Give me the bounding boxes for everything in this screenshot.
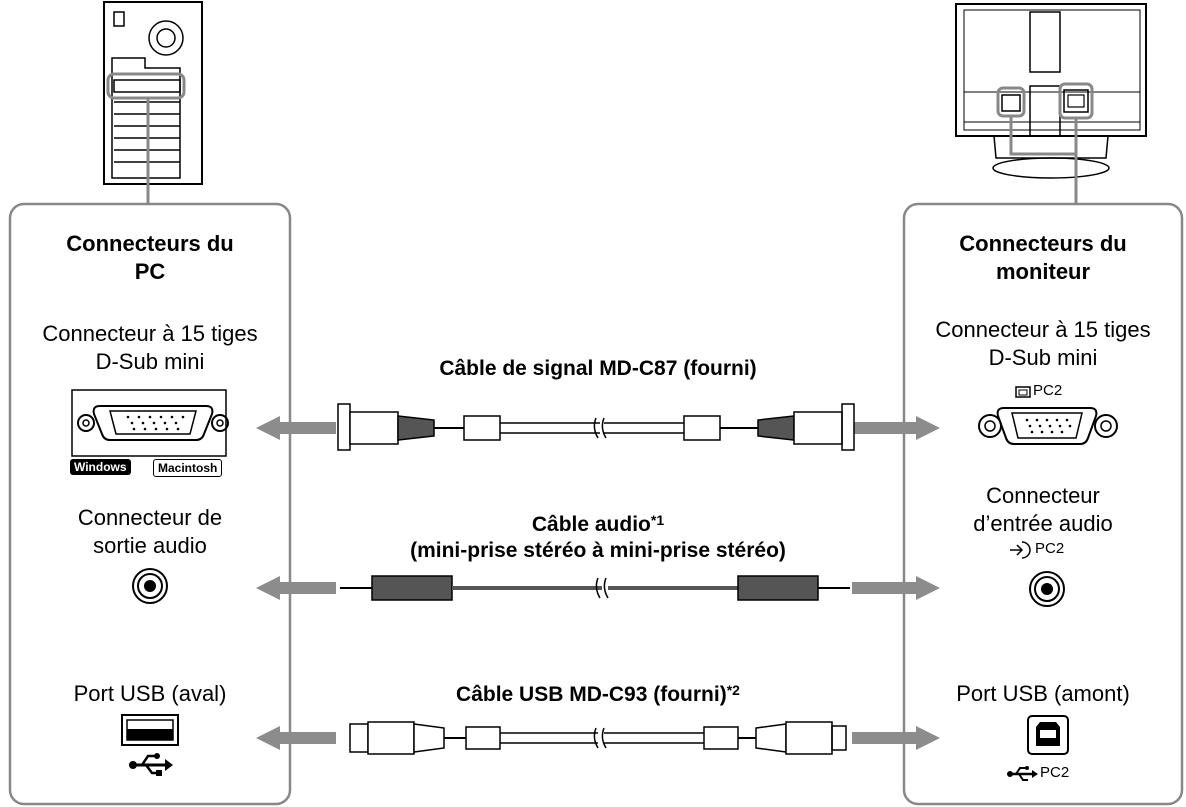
pc-usb-label: Port USB (aval) bbox=[73, 681, 227, 706]
pc-audio-jack-icon bbox=[132, 568, 168, 604]
audio-cable-label-line1: Câble audio*1 bbox=[531, 512, 665, 536]
monitor-connectors-panel bbox=[902, 202, 1184, 806]
monitor-usb-label: Port USB (amont) bbox=[956, 681, 1130, 706]
monitor-usb-port-tag: PC2 bbox=[1040, 764, 1070, 781]
monitor-vga-port-tag: PC2 bbox=[1033, 382, 1063, 399]
pc-audio-label: Connecteur de sortie audio bbox=[77, 505, 223, 558]
monitor-audio-port-tag: PC2 bbox=[1035, 540, 1065, 557]
pc-panel-title: Connecteurs du PC bbox=[66, 231, 234, 284]
usb-cable-label: Câble USB MD-C93 (fourni)*2 bbox=[456, 682, 740, 706]
audio-cable bbox=[340, 575, 850, 601]
pc-usb-a-port-icon bbox=[121, 714, 179, 746]
monitor-usb-b-port-icon bbox=[1027, 715, 1069, 755]
audio-input-icon bbox=[1010, 541, 1031, 559]
monitor-vga-label: Connecteur à 15 tiges D-Sub mini bbox=[935, 317, 1151, 370]
windows-badge: Windows bbox=[70, 459, 131, 475]
arrows bbox=[256, 416, 940, 750]
pc-vga-connector-icon bbox=[71, 389, 229, 457]
audio-footnote-marker: *1 bbox=[650, 512, 665, 528]
signal-cable-label: Câble de signal MD-C87 (fourni) bbox=[439, 357, 757, 380]
monitor-back bbox=[955, 3, 1147, 179]
monitor-usb-symbol-icon bbox=[1007, 766, 1038, 781]
macintosh-badge: Macintosh bbox=[153, 459, 223, 477]
monitor-audio-jack-icon bbox=[1029, 571, 1065, 607]
monitor-vga-connector-icon bbox=[978, 386, 1118, 445]
audio-cable-label-line2: (mini-prise stéréo à mini-prise stéréo) bbox=[410, 539, 786, 562]
pc-tower bbox=[103, 1, 203, 185]
pc-connectors-panel bbox=[8, 202, 292, 806]
monitor-audio-label: Connecteur d’entrée audio bbox=[973, 483, 1113, 536]
pc-usb-symbol-icon bbox=[129, 753, 173, 776]
signal-cable bbox=[337, 403, 855, 451]
usb-cable bbox=[349, 721, 847, 755]
pc-vga-label: Connecteur à 15 tiges D-Sub mini bbox=[42, 321, 258, 374]
usb-footnote-marker: *2 bbox=[726, 682, 740, 698]
monitor-panel-title: Connecteurs du moniteur bbox=[959, 231, 1127, 284]
